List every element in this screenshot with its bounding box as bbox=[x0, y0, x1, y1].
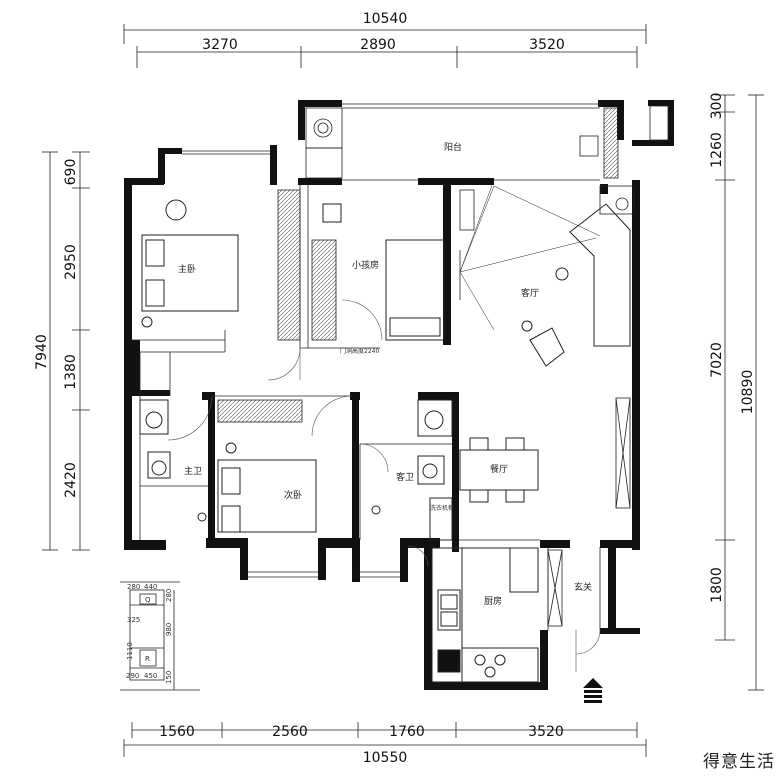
dim-top-seg-2: 2890 bbox=[360, 37, 396, 53]
wardrobes bbox=[217, 189, 631, 627]
dim-right-seg-2: 1260 bbox=[709, 132, 725, 168]
dim-bottom-total: 10550 bbox=[363, 750, 408, 766]
kitchen-fixtures bbox=[431, 547, 539, 683]
room-label-kitchen: 厨房 bbox=[484, 595, 502, 607]
dim-right-seg-1: 300 bbox=[709, 93, 725, 120]
detail-dim-8: 450 bbox=[144, 672, 157, 680]
room-label-entrance: 玄关 bbox=[574, 581, 592, 593]
dim-left-total: 7940 bbox=[34, 334, 50, 370]
detail-dim-7: 290 bbox=[126, 672, 139, 680]
room-label-master-bedroom: 主卧 bbox=[178, 263, 196, 275]
cabinet-note: 洗衣机柜 bbox=[430, 504, 454, 512]
dim-top-seg-3: 3520 bbox=[529, 37, 565, 53]
detail-diagram bbox=[120, 581, 200, 691]
detail-dim-6: 1110 bbox=[126, 642, 134, 660]
detail-label-q: Q bbox=[145, 596, 151, 604]
balcony-fixtures bbox=[305, 105, 669, 215]
dining-table bbox=[459, 437, 539, 503]
detail-dim-3: 280 bbox=[165, 589, 173, 602]
dim-bottom-seg-4: 3520 bbox=[528, 724, 564, 740]
dim-left-seg-1: 690 bbox=[63, 159, 79, 186]
detail-dim-2: 440 bbox=[144, 583, 157, 591]
dim-bottom-seg-3: 1760 bbox=[389, 724, 425, 740]
dim-bottom-seg-1: 1560 bbox=[159, 724, 195, 740]
room-label-balcony: 阳台 bbox=[444, 141, 462, 153]
room-label-master-bath: 主卫 bbox=[184, 465, 202, 477]
walls bbox=[124, 100, 674, 690]
dim-left-seg-4: 2420 bbox=[63, 462, 79, 498]
detail-dim-1: 280 bbox=[127, 583, 140, 591]
thin-lines bbox=[132, 103, 601, 630]
room-label-living-room: 客厅 bbox=[521, 287, 539, 299]
detail-dim-4: 325 bbox=[127, 616, 140, 624]
dim-right-seg-4: 1800 bbox=[709, 567, 725, 603]
dim-left-seg-3: 1380 bbox=[63, 354, 79, 390]
doors bbox=[167, 299, 601, 672]
dimension-lines bbox=[42, 24, 764, 757]
room-label-dining-room: 餐厅 bbox=[490, 463, 508, 475]
dim-bottom-seg-2: 2560 bbox=[272, 724, 308, 740]
door-height-note: 门洞高度2240 bbox=[340, 347, 379, 355]
watermark: 得意生活 bbox=[703, 752, 775, 772]
dim-left-seg-2: 2950 bbox=[63, 244, 79, 280]
detail-dim-5: 980 bbox=[165, 623, 173, 636]
detail-label-r: R bbox=[145, 655, 150, 663]
room-label-kids-room: 小孩房 bbox=[352, 259, 379, 271]
dim-top-seg-1: 3270 bbox=[202, 37, 238, 53]
room-label-second-bedroom: 次卧 bbox=[284, 489, 302, 501]
beds bbox=[141, 199, 445, 533]
dim-right-seg-3: 7020 bbox=[709, 342, 725, 378]
living-furniture bbox=[459, 179, 631, 367]
room-label-guest-bath: 客卫 bbox=[396, 471, 414, 483]
detail-dim-9: 150 bbox=[165, 671, 173, 684]
dim-top-total: 10540 bbox=[363, 11, 408, 27]
bath-fixtures bbox=[139, 399, 453, 541]
entrance-arrow-icon bbox=[583, 678, 603, 703]
dim-right-total: 10890 bbox=[740, 370, 756, 415]
